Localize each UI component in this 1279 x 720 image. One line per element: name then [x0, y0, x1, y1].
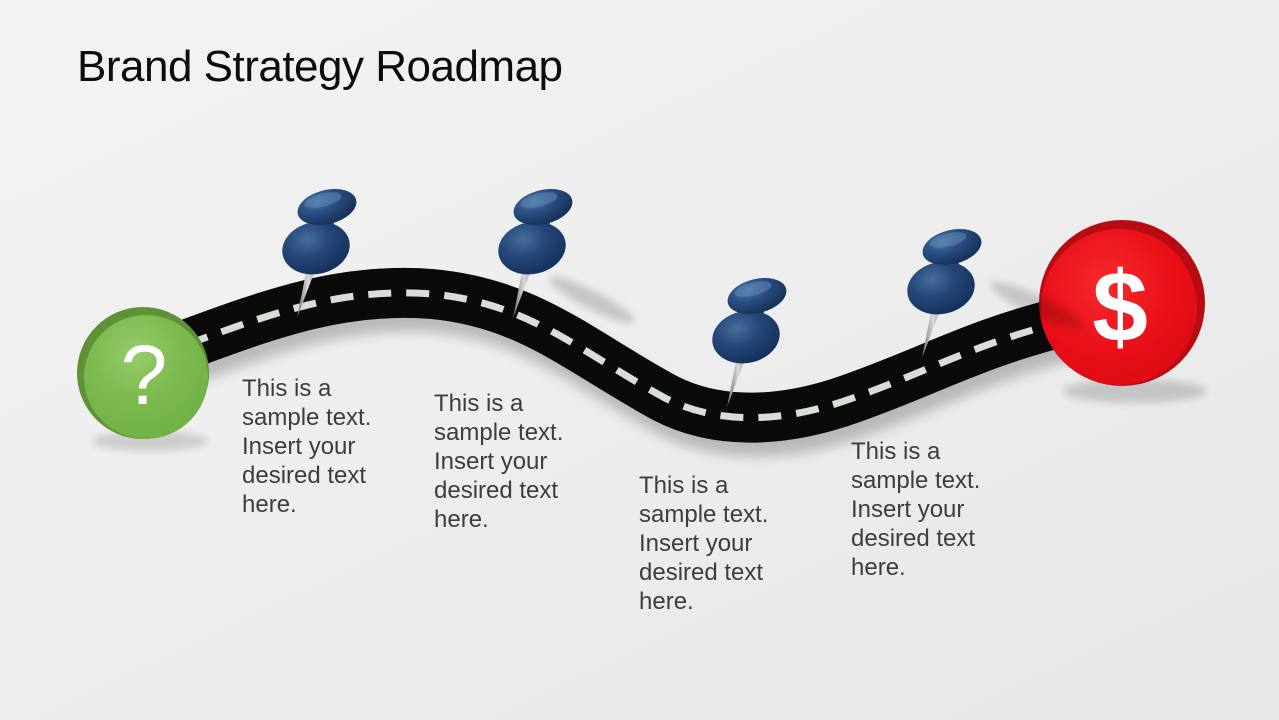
milestone-text-1: This is a sample text. Insert your desir…: [242, 375, 372, 518]
slide-title: Brand Strategy Roadmap: [77, 42, 563, 91]
start-marker-shadow: [92, 431, 208, 451]
start-marker: ?: [77, 307, 209, 439]
question-mark-icon: ?: [121, 328, 168, 422]
pin-2-shadow: [549, 276, 635, 324]
end-marker-shadow: [1063, 379, 1207, 403]
road-center-dashes: [148, 289, 1071, 422]
end-marker: $: [1039, 220, 1205, 386]
dollar-sign-icon: $: [1092, 251, 1148, 363]
milestone-text-3: This is a sample text. Insert your desir…: [639, 472, 769, 615]
pin-4-shadow: [990, 282, 1082, 328]
push-pin-3: [707, 272, 791, 407]
milestone-text-2: This is a sample text. Insert your desir…: [434, 390, 564, 533]
milestone-text-4: This is a sample text. Insert your desir…: [851, 438, 981, 581]
end-marker-face: [1041, 229, 1197, 385]
start-marker-face: [84, 315, 208, 439]
